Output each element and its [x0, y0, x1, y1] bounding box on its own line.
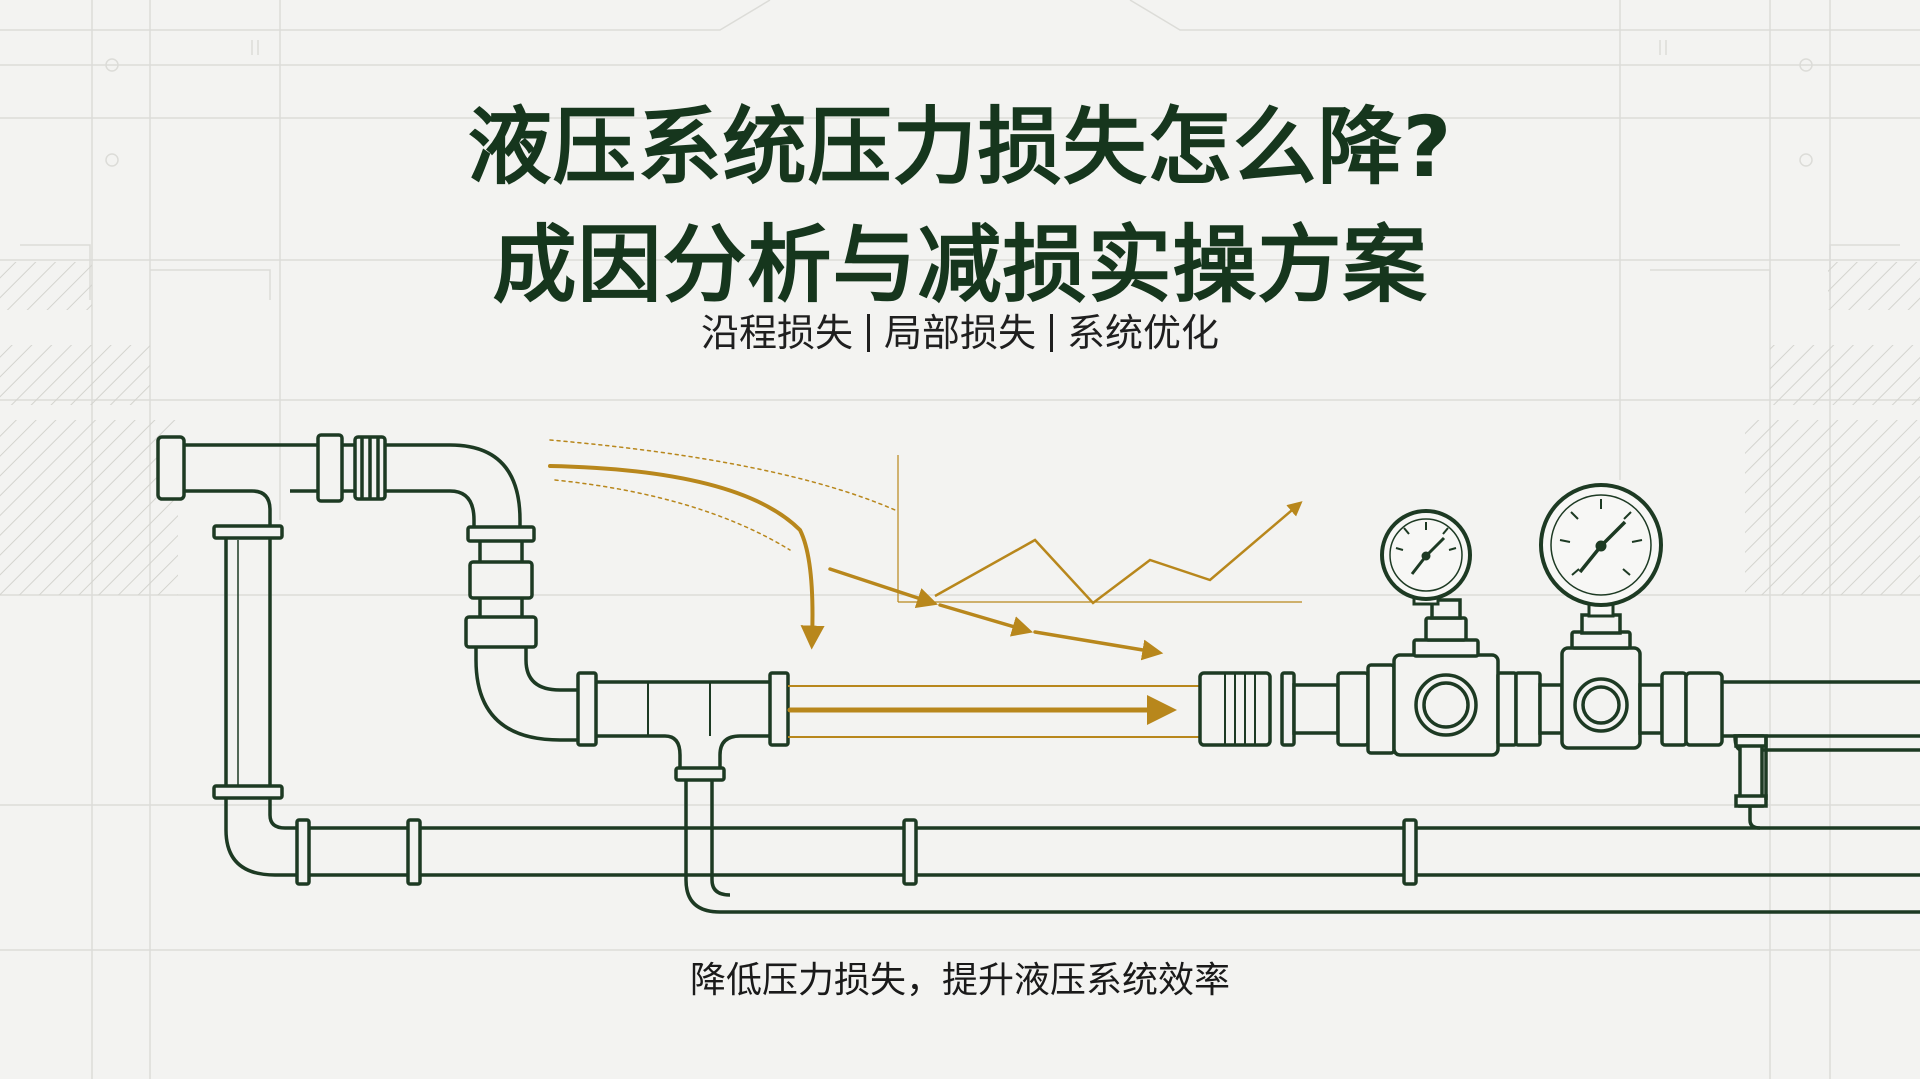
pressure-gauge-icon — [1380, 509, 1472, 606]
trend-line-icon — [897, 455, 1303, 605]
separator — [866, 314, 870, 352]
left-vertical-pipe — [212, 524, 1920, 877]
pressure-gauge-icon — [1539, 483, 1663, 618]
subtitle-tags: 沿程损失局部损失系统优化 — [0, 308, 1920, 358]
valve-assembly — [1198, 598, 1724, 757]
tee-junction — [576, 671, 1920, 914]
elbow-pipe — [464, 525, 580, 742]
outlet-pipe — [1722, 680, 1920, 830]
tag-system-optimization: 系统优化 — [1067, 311, 1220, 355]
top-left-pipe — [156, 433, 522, 530]
tag-friction-loss: 沿程损失 — [700, 311, 853, 355]
tagline: 降低压力损失，提升液压系统效率 — [689, 960, 1230, 1001]
separator — [1050, 314, 1053, 352]
pipe-clamps — [295, 818, 1418, 886]
title-line-1: 液压系统压力损失怎么降? — [467, 98, 1453, 196]
flow-arrow-icon — [548, 439, 1177, 725]
tag-local-loss: 局部损失 — [883, 311, 1036, 355]
title-line-2: 成因分析与减损实操方案 — [492, 216, 1428, 314]
main-flow-pipe — [788, 685, 1200, 738]
page-title: 液压系统压力损失怎么降? 成因分析与减损实操方案 — [0, 88, 1920, 324]
